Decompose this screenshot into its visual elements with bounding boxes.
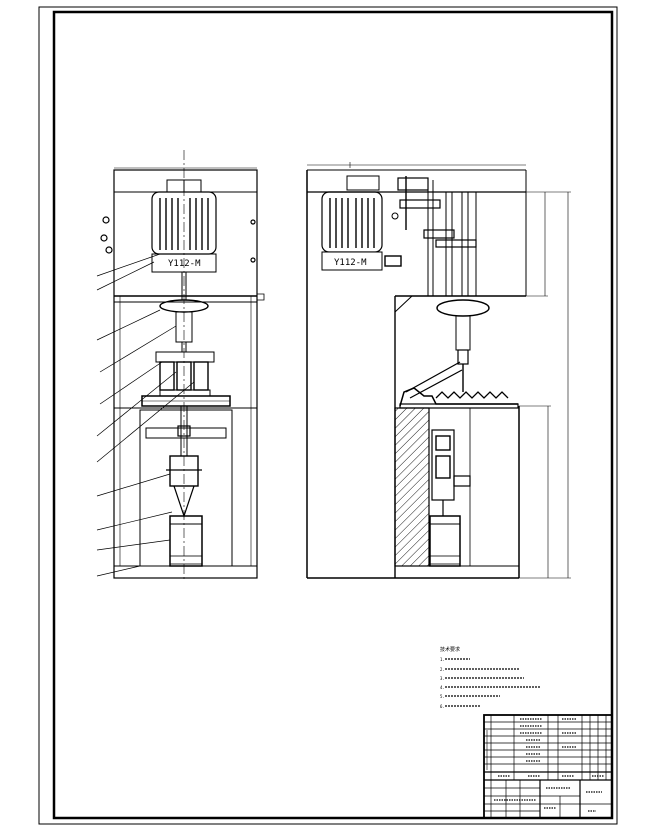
note-line-6: 6. (440, 704, 445, 709)
right-clamp-mechanism (431, 429, 455, 501)
right-motor-body (321, 191, 383, 253)
left-motor-label: Y112-M (168, 259, 201, 269)
left-motor-fins (159, 198, 209, 250)
inner-frame (52, 10, 614, 820)
left-clamp-head (169, 455, 199, 487)
note-line-2: 2. (440, 667, 445, 672)
right-motor-fins (329, 198, 375, 248)
right-motor-fan-cover (346, 175, 380, 191)
note-line-1: 1. (440, 657, 445, 662)
right-motor-label-box (321, 251, 383, 271)
right-coupling-disc (436, 299, 490, 317)
notes-title: 技术要求 (440, 646, 460, 653)
note-line-3: 3. (440, 676, 445, 681)
left-shaft-housing (175, 311, 193, 343)
right-bottle (429, 515, 461, 567)
left-leader-lines (96, 253, 195, 577)
left-frame (113, 169, 258, 579)
right-arm (405, 361, 461, 393)
right-shaft-housing (455, 315, 471, 351)
left-inner-frame (139, 409, 233, 567)
left-elevation-view (96, 150, 265, 580)
right-motor-label: Y112-M (334, 258, 367, 268)
left-side-bolts (100, 216, 256, 263)
note-line-4: 4. (440, 685, 445, 690)
left-gear-cluster (155, 351, 215, 397)
outer-border (38, 6, 618, 825)
right-hatched-column (394, 407, 430, 567)
right-side-view (306, 162, 571, 579)
technical-notes: 技术要求 1. 2. 3. 4. 5. 6. (440, 646, 540, 709)
title-block (483, 714, 613, 819)
left-bottle (169, 515, 203, 567)
note-line-5: 5. (440, 694, 445, 699)
